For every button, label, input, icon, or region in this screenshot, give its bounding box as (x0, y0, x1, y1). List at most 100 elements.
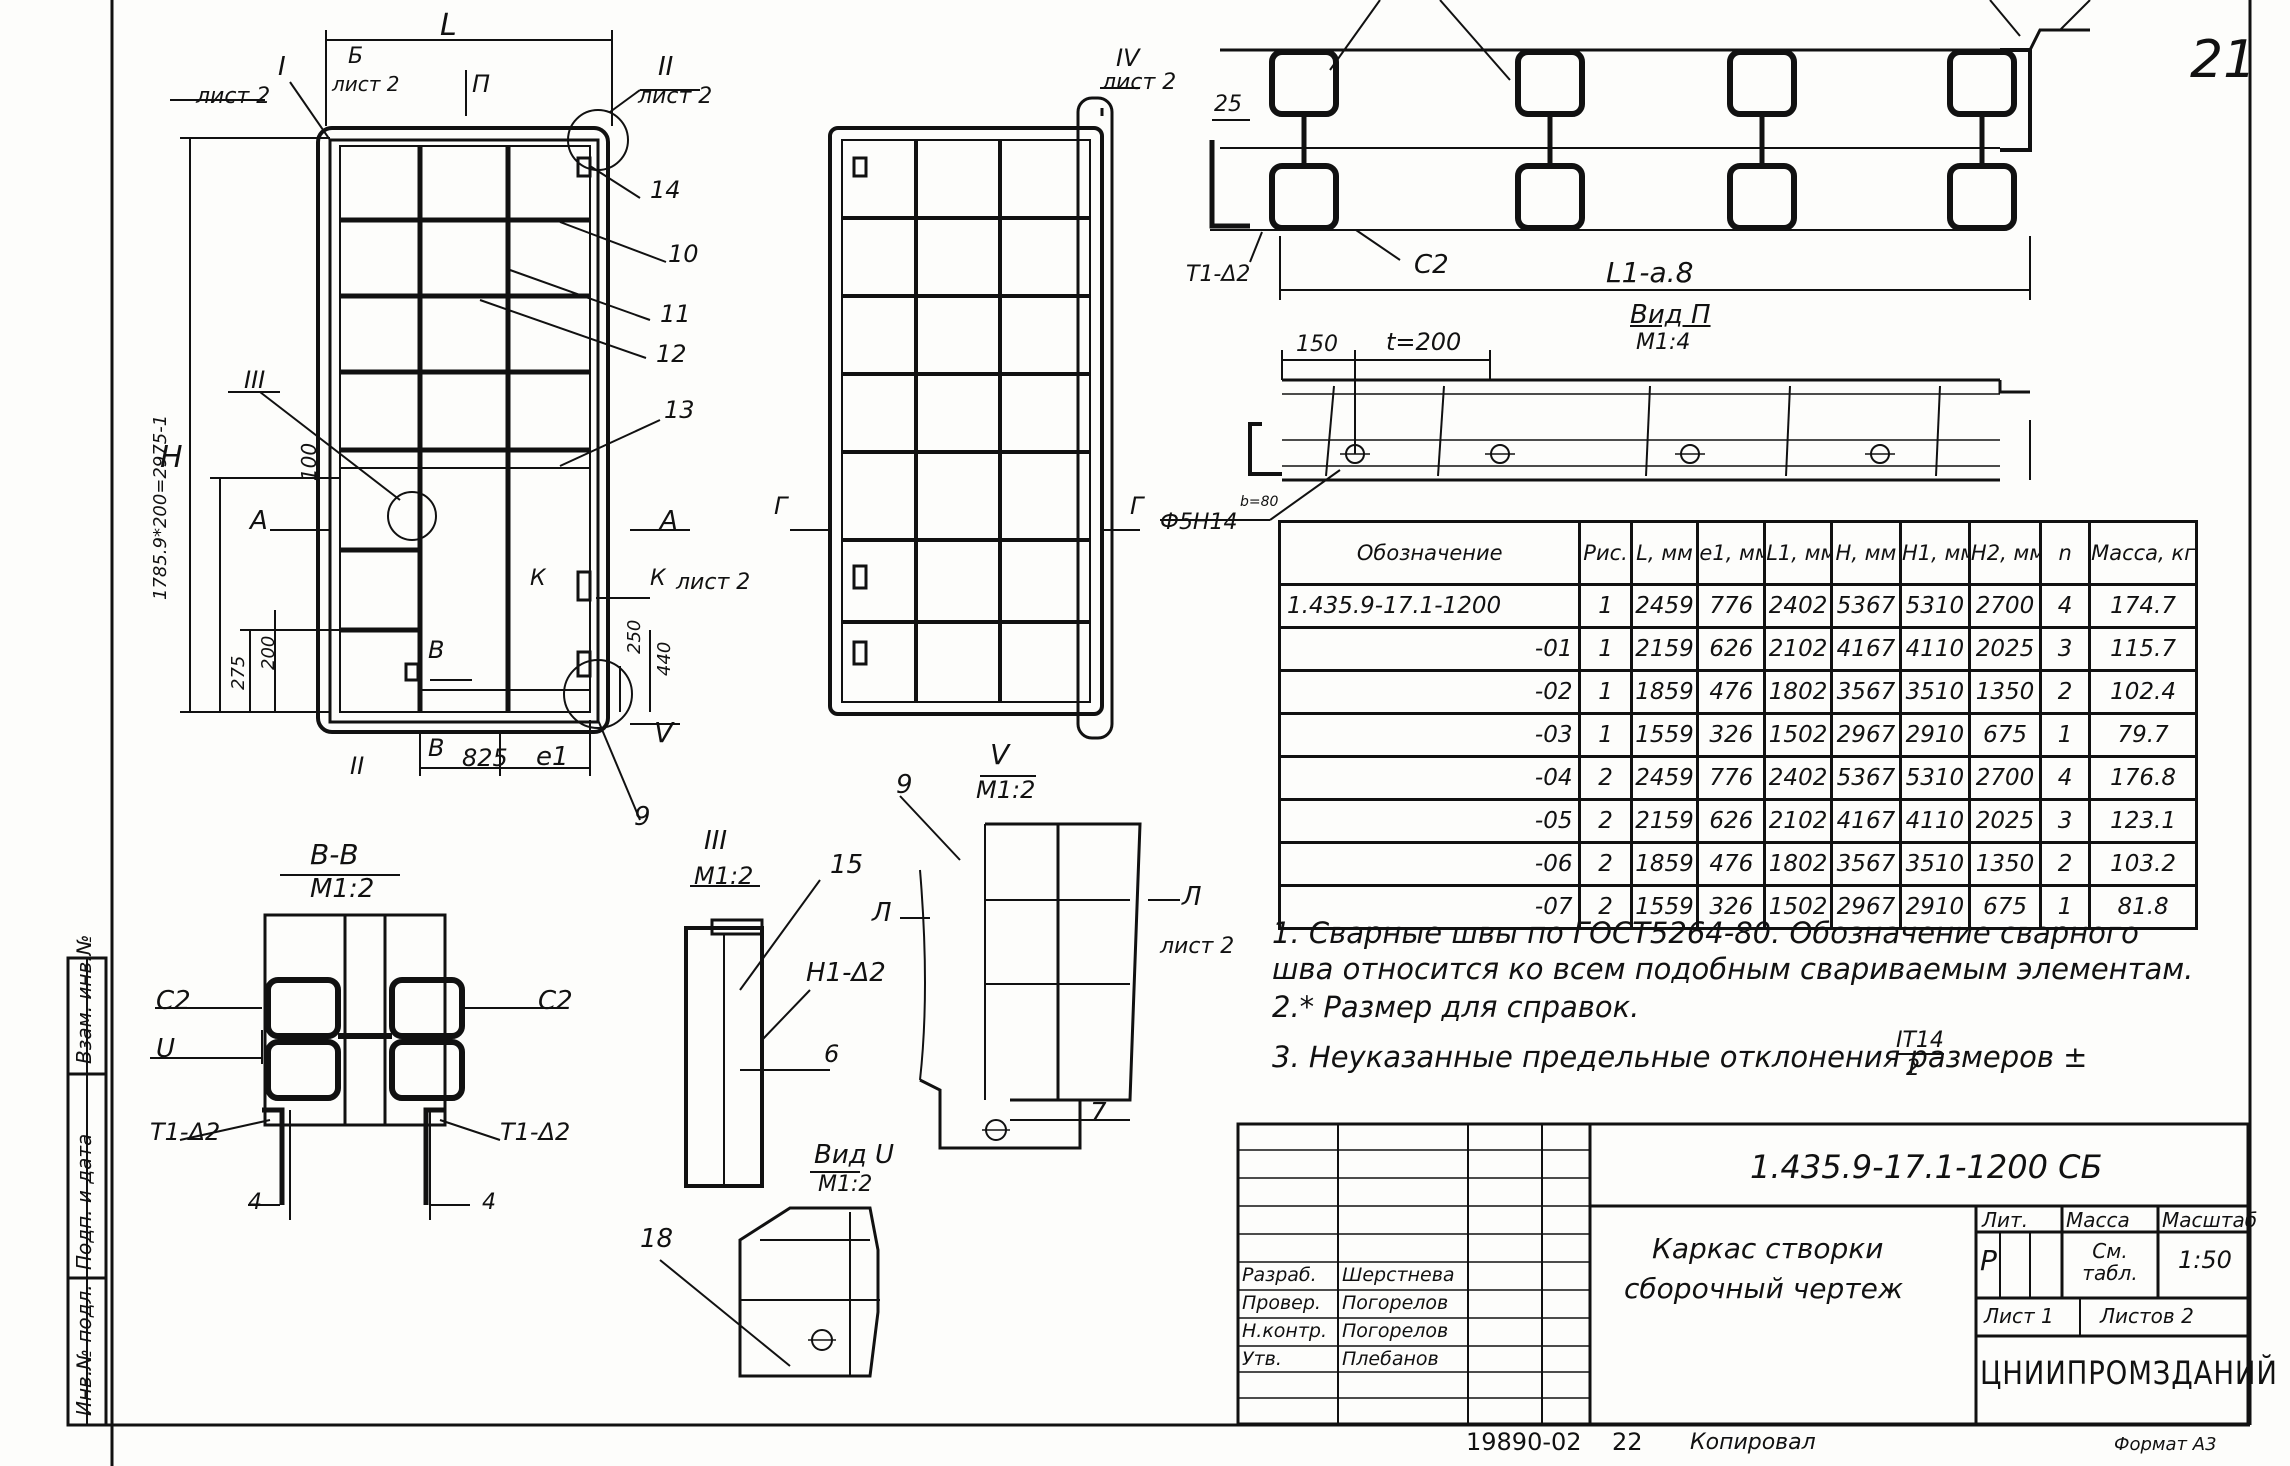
spec-value-cell: 3 (2039, 798, 2092, 844)
profile-weld-note: Т1-Δ2 (1186, 262, 1251, 287)
spec-value-cell: 626 (1696, 626, 1767, 672)
view-P-title: Вид П (1630, 300, 1711, 330)
note-3-tolerance-den: 2 (1906, 1056, 1920, 1081)
spec-value-cell: 5310 (1898, 583, 1971, 629)
section-K-left: К (530, 566, 546, 591)
page-number: 22 (1612, 1428, 1643, 1456)
spec-value-cell: 1 (1578, 712, 1633, 758)
spec-value-cell: 2910 (1898, 712, 1971, 758)
spec-value-cell: 2459 (1629, 583, 1700, 629)
spec-header-cell: e1, мм (1696, 520, 1767, 586)
spec-value-cell: 3567 (1829, 669, 1902, 715)
spec-designation-cell: -06 (1277, 841, 1582, 887)
section-V-circle: V (654, 716, 674, 749)
spec-value-cell: 326 (1696, 884, 1767, 930)
title-line-1: Каркас створки (1652, 1232, 1884, 1265)
dim-e1: e1 (536, 742, 569, 772)
dim-series: 1785.9*200=2975-1 (150, 414, 171, 600)
section-BB-weld-left: Т1-Δ2 (150, 1118, 221, 1146)
title-line-2: сборочный чертеж (1624, 1272, 1904, 1305)
note-3-tolerance-num: IT14 (1896, 1028, 1944, 1055)
spec-header-cell: Рис. (1578, 520, 1633, 586)
copied-by: Копировал (1690, 1430, 1816, 1455)
spec-value-cell: 776 (1696, 755, 1767, 801)
spec-value-cell: 5367 (1829, 755, 1902, 801)
scale-value: 1:50 (2178, 1246, 2232, 1274)
section-IV-label: IV (1116, 44, 1140, 72)
spec-value-cell: 2 (2039, 669, 2092, 715)
spec-header-cell: L, мм (1629, 520, 1700, 586)
spec-value-cell: 2025 (1967, 798, 2043, 844)
note-2: 2.* Размер для справок. (1272, 990, 1640, 1024)
signature-role: Утв. (1242, 1348, 1282, 1370)
section-B-sheet: лист 2 (332, 72, 400, 96)
section-BB-U: U (156, 1034, 176, 1064)
dim-L: L (440, 8, 457, 43)
section-A-left: А (250, 506, 268, 536)
spec-designation-cell: -02 (1277, 669, 1582, 715)
mass-value: См. табл. (2082, 1239, 2138, 1285)
header-lit: Лит. (1982, 1208, 2029, 1232)
section-K-sheet: лист 2 (676, 570, 751, 595)
spec-value-cell: 2159 (1629, 626, 1700, 672)
signature-role: Разраб. (1242, 1264, 1317, 1286)
section-IV-sheet: лист 2 (1102, 70, 1177, 95)
sheet-label: Лист 1 (1984, 1304, 2054, 1328)
spec-value-cell: 4110 (1898, 626, 1971, 672)
section-V-bottom: В (428, 734, 445, 762)
dim-250: 250 (624, 619, 645, 654)
view-U-scale: М1:2 (818, 1172, 873, 1197)
spec-value-cell: 1 (2039, 884, 2092, 930)
spec-value-cell: 2910 (1898, 884, 1971, 930)
title-block-lines (1236, 1122, 2250, 1426)
spec-value-cell: 2967 (1829, 712, 1902, 758)
spec-value-cell: 174.7 (2088, 583, 2198, 629)
spec-value-cell: 1859 (1629, 669, 1700, 715)
spec-value-cell: 2967 (1829, 884, 1902, 930)
note-3: 3. Неуказанные предельные отклонения раз… (1272, 1040, 2088, 1074)
dim-825: 825 (462, 744, 508, 772)
spec-value-cell: 1802 (1763, 841, 1833, 887)
position-10: 10 (668, 240, 699, 268)
header-scale: Масштаб (2162, 1208, 2258, 1232)
spec-designation-cell: -05 (1277, 798, 1582, 844)
spec-value-cell: 1559 (1629, 884, 1700, 930)
view-U-title: Вид U (814, 1140, 895, 1170)
spec-value-cell: 4 (2039, 755, 2092, 801)
spec-value-cell: 4110 (1898, 798, 1971, 844)
spec-value-cell: 3510 (1898, 669, 1971, 715)
spec-value-cell: 2 (1578, 798, 1633, 844)
stamp-inv-orig: Инв.№ подл. (72, 1284, 96, 1416)
section-III-label: III (244, 366, 266, 394)
spec-value-cell: 1859 (1629, 841, 1700, 887)
signature-name: Шерстнева (1342, 1264, 1455, 1286)
note-1-cont: шва относится ко всем подобным свариваем… (1272, 952, 2194, 986)
detail-iii (684, 879, 830, 1188)
detail-III-scale: М1:2 (694, 862, 754, 890)
header-mass: Масса (2066, 1208, 2130, 1232)
spec-value-cell: 1350 (1967, 841, 2043, 887)
view-P-arrow-label: П (472, 70, 491, 98)
spec-value-cell: 776 (1696, 583, 1767, 629)
spec-header-cell: H2, мм (1967, 520, 2043, 586)
section-B-label: Б (348, 44, 364, 69)
section-BB-C2-right: С2 (538, 986, 573, 1016)
spec-value-cell: 2025 (1967, 626, 2043, 672)
section-II-bottom: II (350, 752, 365, 780)
position-9: 9 (634, 802, 651, 832)
position-14: 14 (650, 176, 681, 204)
section-BB-C2-left: С2 (156, 986, 191, 1016)
dim-275: 275 (228, 655, 249, 690)
spec-value-cell: 476 (1696, 669, 1767, 715)
signature-name: Плебанов (1342, 1348, 1439, 1370)
detail-v (899, 775, 1180, 1150)
position-15: 15 (830, 850, 864, 880)
detail-V-section-L-sheet: лист 2 (1160, 934, 1235, 959)
spec-designation-cell: -07 (1277, 884, 1582, 930)
